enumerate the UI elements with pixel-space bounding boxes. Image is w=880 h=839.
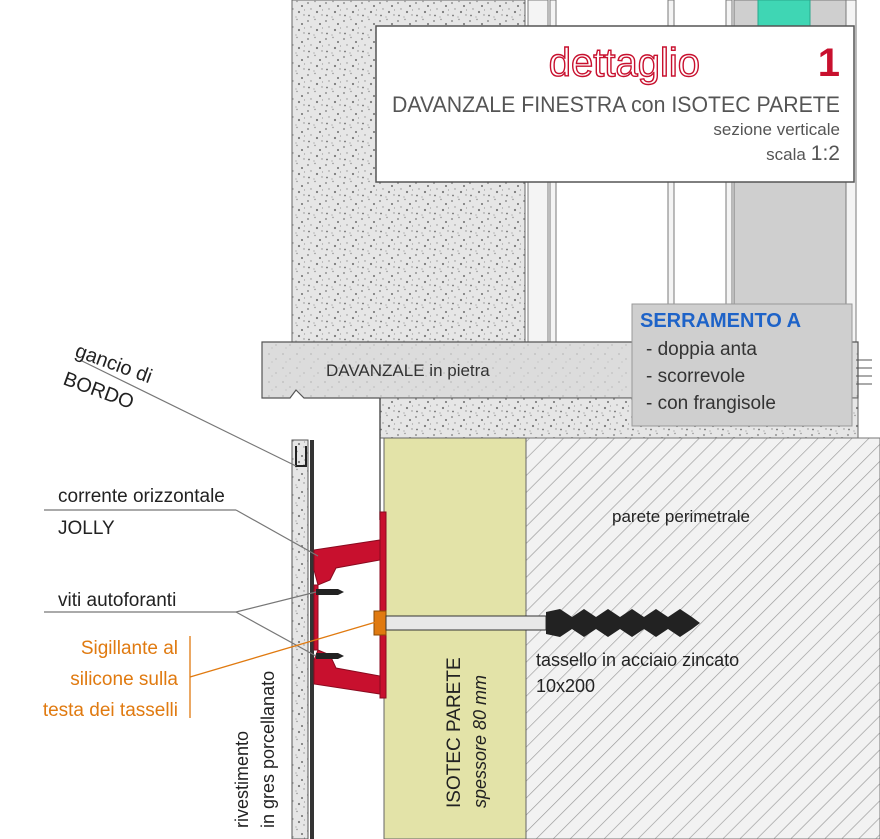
orange-leader [189, 621, 377, 718]
tassello-label-1: tassello in acciaio zincato [536, 650, 739, 670]
porcelain-cladding [291, 439, 309, 839]
sigillante-line: Sigillante al [81, 638, 178, 659]
isotec-label-1: ISOTEC PARETE [444, 657, 465, 808]
window-box-item: - scorrevole [646, 366, 745, 387]
leader-lines [44, 359, 319, 657]
edge-hook [295, 446, 307, 467]
scale-label: scala [766, 145, 806, 164]
self-tapping-screws [316, 589, 344, 659]
corrente-label-2: JOLLY [58, 518, 115, 539]
title-number: 1 [818, 41, 840, 85]
sigillante-line: silicone sulla [70, 669, 178, 690]
cladding-back-line [310, 440, 314, 839]
title-block [375, 25, 855, 183]
perimeter-wall [525, 437, 880, 839]
window-box-item: - doppia anta [646, 339, 757, 360]
window-box-title: SERRAMENTO A [640, 310, 801, 332]
teal-element [757, 0, 811, 27]
rivestimento-label-1: rivestimento [232, 731, 252, 828]
drip-detail [856, 359, 872, 385]
isotec-insulation [383, 437, 527, 839]
isotec-label-2: spessore 80 mm [470, 675, 490, 808]
title-subtitle: DAVANZALE FINESTRA con ISOTEC PARETE [392, 92, 840, 117]
tassello-label-2: 10x200 [536, 676, 595, 696]
sill-label: DAVANZALE in pietra [326, 361, 490, 380]
title-word: dettaglio [549, 41, 700, 85]
scale-text: scala 1:2 [766, 142, 840, 165]
window-box-item: - con frangisole [646, 393, 776, 414]
sigillante-line: testa dei tasselli [43, 700, 178, 721]
viti-label: viti autoforanti [58, 590, 176, 611]
parete-label: parete perimetrale [612, 507, 750, 526]
jolly-profile [313, 511, 387, 699]
section-label: sezione verticale [713, 120, 840, 139]
scale-value: 1:2 [811, 142, 840, 165]
rivestimento-label-2: in gres porcellanato [258, 671, 278, 828]
anchor-bolt [373, 609, 700, 637]
window-info-box [631, 303, 853, 427]
corrente-label-1: corrente orizzontale [58, 486, 225, 507]
